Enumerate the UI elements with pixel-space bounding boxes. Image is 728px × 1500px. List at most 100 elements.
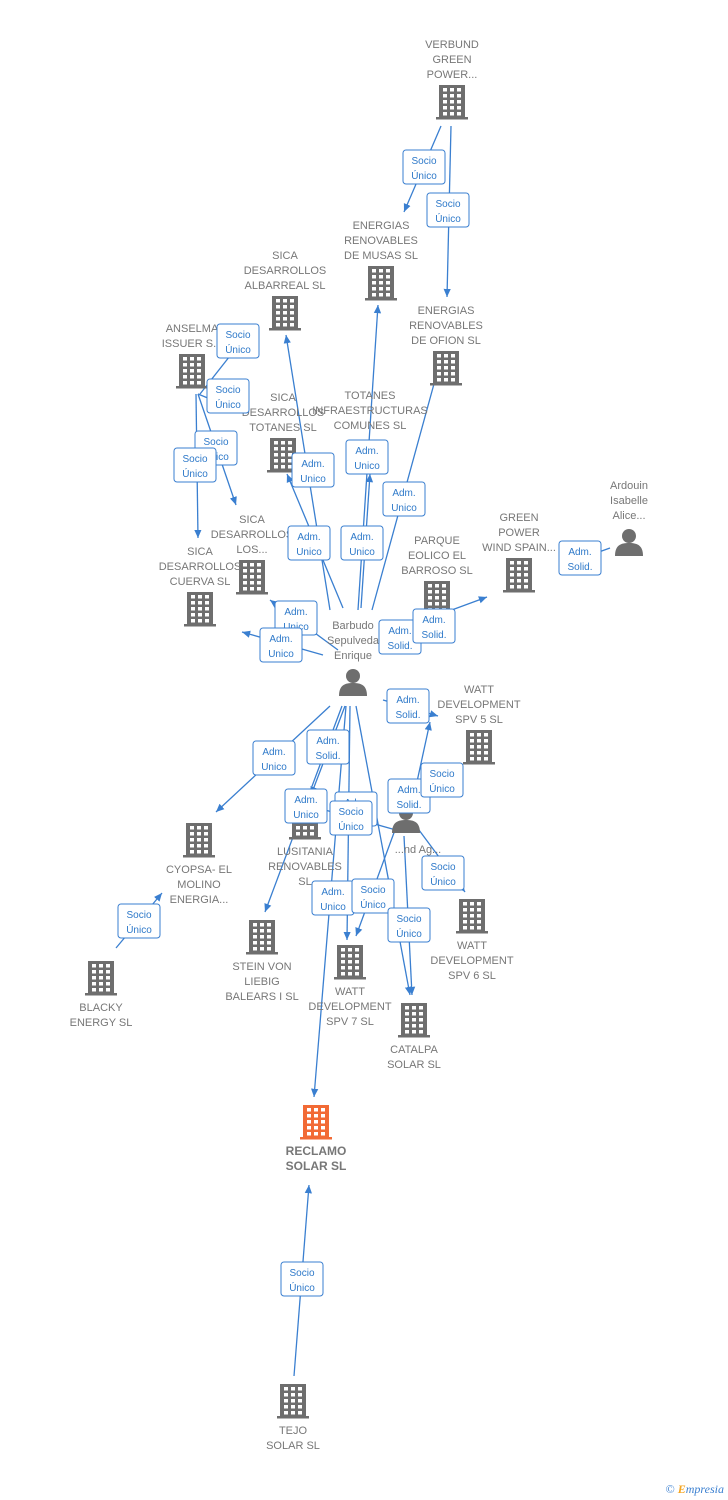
node-label-line: WATT [335,986,365,998]
node-label-line: Alice... [612,510,645,522]
relation-badge-box [558,540,602,576]
node-label-line: SICA [270,392,296,404]
node-label-line: RENOVABLES [344,235,418,247]
node-label-personag[interactable]: ...nd Ag... [395,844,441,856]
node-label-line: SICA [187,546,213,558]
relation-badge-barbudo-to-cuerva[interactable]: Adm.Unico [259,627,303,663]
relation-badge-barbudo-to-stein[interactable]: Adm.Unico [284,788,328,824]
node-label-line: TOTANES SL [249,422,316,434]
node-label-line: TOTANES [345,390,396,402]
relation-badge-text: Socio [289,1268,314,1279]
node-label-line: TEJO [279,1425,308,1437]
relation-badge-box [284,788,328,824]
relation-badge-text: Adm. [262,747,285,758]
relation-badge-box [173,447,217,483]
person-icon [339,669,367,696]
node-label-line: GREEN [432,54,471,66]
relation-badge-barbudo-to-albarreal[interactable]: Adm.Unico [291,452,335,488]
relation-badge-text: Socio [360,885,385,896]
relation-badge-text: Unico [261,762,287,773]
relation-badge-barbudo-to-ofion[interactable]: Adm.Unico [382,481,426,517]
relation-badge-barbudo-to-musas[interactable]: Adm.Unico [345,439,389,475]
relation-badge-box [280,1261,324,1297]
relation-badge-box [117,903,161,939]
node-label-line: Sepulveda [327,635,380,647]
relation-badge-text: Único [126,923,152,936]
relation-badge-text: Solid. [387,641,412,652]
relation-badge-barbudo-to-infra[interactable]: Adm.Unico [340,525,384,561]
node-label-line: DE OFION SL [411,335,481,347]
node-label-line: VERBUND [425,39,479,51]
relation-badge-barbudo-to-reclamo[interactable]: Adm.Unico [311,880,355,916]
relation-badge-box [287,525,331,561]
relation-badge-box [412,608,456,644]
relation-badge-text: Adm. [301,459,324,470]
node-label-line: WIND SPAIN... [482,542,556,554]
node-label-line: CUERVA SL [170,576,231,588]
node-label-line: STEIN VON [232,961,291,973]
relation-badge-box [252,740,296,776]
relation-badge-box [421,855,465,891]
relation-badge-text: Unico [349,547,375,558]
relation-badge-barbudo-to-barroso[interactable]: Adm.Solid. [378,619,422,655]
relation-badge-box [420,762,464,798]
relation-badge-text: Adm. [392,488,415,499]
person-icon [615,529,643,556]
relation-badge-text: Adm. [355,446,378,457]
relation-badge-barbudo-to-lusitania[interactable]: Adm.Solid. [306,729,350,765]
relation-badge-text: Socio [338,807,363,818]
relation-badge-barbudo-to-spv5[interactable]: Adm.Solid. [386,688,430,724]
relation-badge-barbudo-to-totanes[interactable]: Adm.Unico [287,525,331,561]
node-label-line: DEVELOPMENT [430,955,513,967]
node-label-line: ENERGIAS [353,220,410,232]
node-label-line: BALEARS I SL [225,991,298,1003]
node-label-line: SPV 7 SL [326,1016,374,1028]
company-building-icon [277,1384,309,1419]
relation-badge-barbudo-to-cyopsa[interactable]: Adm. Unico [252,740,296,776]
brand-initial: E [677,1482,686,1496]
relation-badge-box [340,525,384,561]
relation-badge-barbudo-to-greenwind[interactable]: Adm.Solid. [412,608,456,644]
node-label-line: BARROSO SL [401,565,473,577]
relation-badge-text: Adm. [396,695,419,706]
relation-badge-ardouin-to-greenwind[interactable]: Adm.Solid. [558,540,602,576]
relation-badge-text: Adm. [422,615,445,626]
